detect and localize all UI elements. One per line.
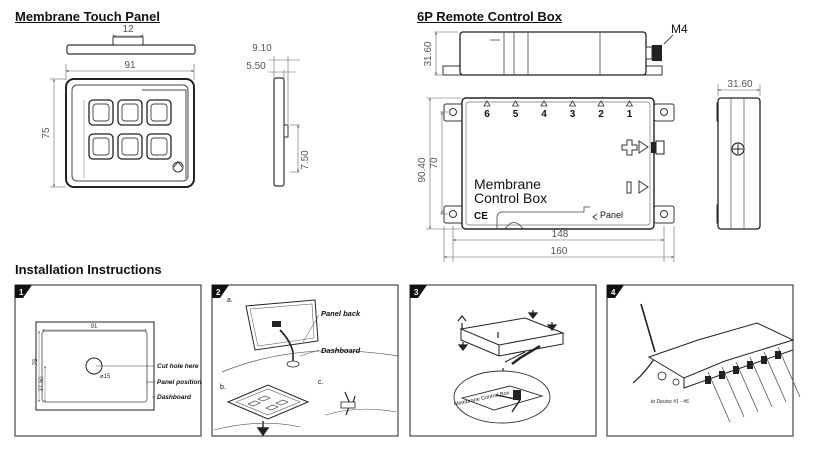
step-2-sub-b: b. <box>220 384 226 391</box>
box-dim-outer-height: 90.40 <box>417 157 428 182</box>
callout-dashboard-2: Dashboard <box>321 346 361 355</box>
step-3-number: 3 <box>414 288 419 297</box>
port-label-5: 5 <box>513 109 519 120</box>
ce-mark: CE <box>474 211 488 222</box>
touch-panel-side-view <box>268 56 300 187</box>
port-marker-2 <box>597 100 605 107</box>
panel-dim-height: 75 <box>41 127 52 139</box>
panel-label: Panel <box>600 210 623 220</box>
step-4-number: 4 <box>611 288 616 297</box>
step-2-number: 2 <box>216 288 221 297</box>
port-label-2: 2 <box>598 109 604 120</box>
port-label-3: 3 <box>570 109 576 120</box>
panel-button-3 <box>146 99 172 126</box>
device-wire-6 <box>775 346 801 398</box>
device-wire-bundle <box>705 346 801 423</box>
panel-button-5 <box>117 133 143 160</box>
panel-button-4 <box>88 133 114 160</box>
box-dim-side-height: 31.60 <box>727 79 752 90</box>
box-label-line1: Membrane <box>474 176 541 192</box>
box-dim-inner-height: 70 <box>429 157 440 169</box>
device-wire-5 <box>761 351 787 403</box>
step-1-hole-label: ⌀15 <box>100 374 111 380</box>
step-1-dim-offset: 37.50 <box>39 376 45 392</box>
step-3-box-mounting <box>453 310 565 424</box>
callout-panel-position: Panel position <box>157 379 201 386</box>
box-dim-inner-width: 148 <box>552 229 569 240</box>
step-1-dim-width: 91 <box>91 324 98 330</box>
panel-logo-icon <box>172 161 184 173</box>
callout-cut-hole: Cut hole here <box>157 363 199 370</box>
port-marker-6 <box>483 100 491 107</box>
panel-button-6 <box>146 133 172 160</box>
panel-dim-top: 12 <box>122 24 134 35</box>
step-2-sub-c: c. <box>318 379 324 386</box>
control-box-front-view <box>443 97 675 230</box>
port-labels: 6 5 4 3 2 1 <box>483 100 634 120</box>
port-marker-4 <box>540 100 548 107</box>
panel-button-grid <box>88 99 172 160</box>
device-wire-2 <box>719 366 745 418</box>
touch-panel-title: Membrane Touch Panel <box>15 9 160 24</box>
side-dim-1: 9.10 <box>252 43 272 54</box>
port-label-4: 4 <box>541 109 547 120</box>
port-marker-5 <box>511 100 520 107</box>
panel-button-1 <box>88 99 114 126</box>
touch-panel-top-view <box>66 34 196 55</box>
step-1-cut-template <box>35 321 155 411</box>
step-1-dim-height: 75 <box>33 358 39 365</box>
device-wire-4 <box>747 356 773 408</box>
side-dim-2: 5.50 <box>246 61 266 72</box>
device-wire-1 <box>705 371 731 423</box>
step-4-wiring <box>632 303 795 389</box>
side-dim-3: 7.50 <box>300 150 311 170</box>
step-4-device-label: to Device #1 - #6 <box>651 399 689 405</box>
panel-button-2 <box>117 99 143 126</box>
installation-title: Installation Instructions <box>15 262 162 277</box>
box-dim-outer-width: 160 <box>551 246 568 257</box>
connector-label-m4: M4 <box>671 22 688 36</box>
callout-panel-back: Panel back <box>321 309 361 318</box>
step-1-number: 1 <box>19 288 24 297</box>
box-dim-top-height: 31.60 <box>423 41 434 66</box>
box-label-line2: Control Box <box>474 190 547 206</box>
port-label-1: 1 <box>627 109 633 120</box>
control-box-side-view <box>716 84 761 230</box>
device-wire-3 <box>733 361 759 413</box>
step-2-mounting-illustration <box>213 299 399 437</box>
panel-dim-width: 91 <box>124 60 136 71</box>
port-marker-3 <box>568 100 577 107</box>
control-box-title: 6P Remote Control Box <box>417 9 562 24</box>
step-2-sub-a: a. <box>227 297 233 304</box>
control-box-top-view <box>434 31 674 76</box>
callout-dashboard: Dashboard <box>157 394 192 401</box>
port-label-6: 6 <box>484 109 490 120</box>
port-marker-1 <box>625 100 634 107</box>
